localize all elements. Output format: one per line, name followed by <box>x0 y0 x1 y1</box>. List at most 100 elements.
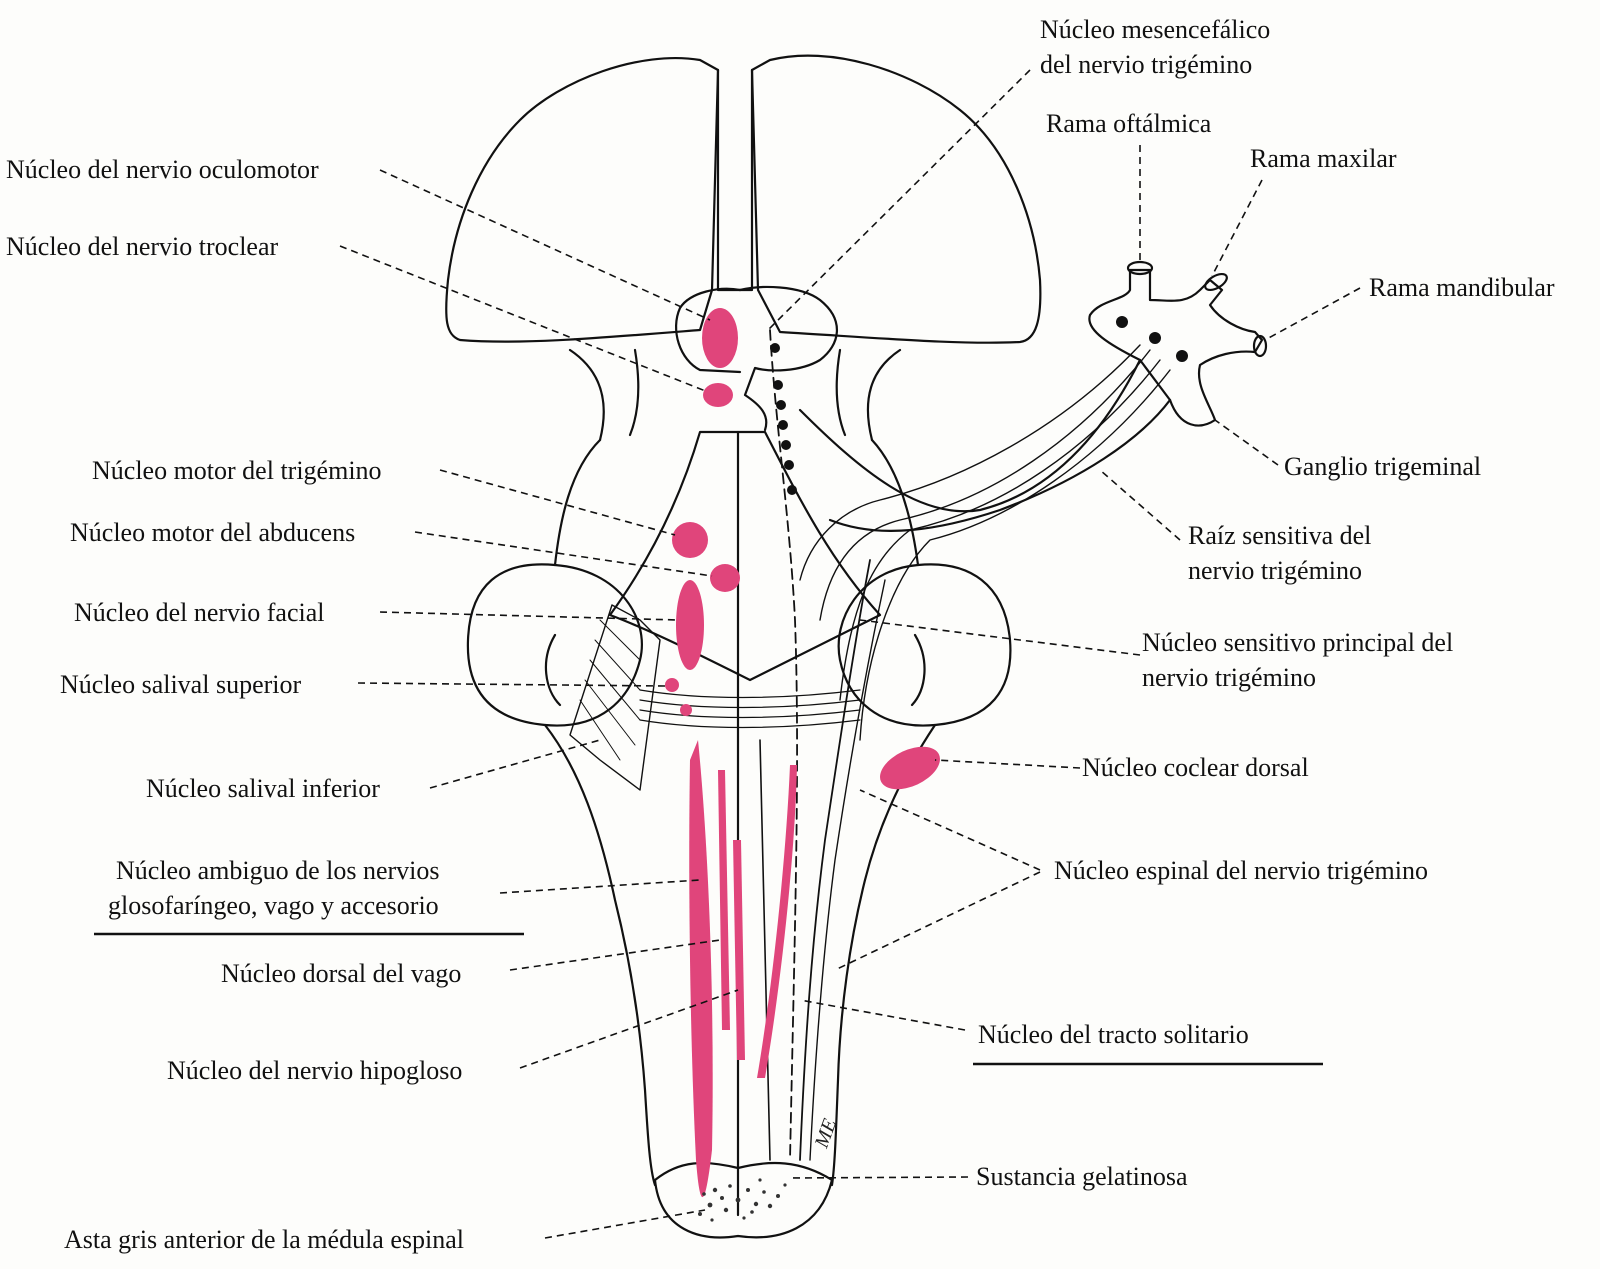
fourth-ventricle-outline <box>608 430 882 682</box>
leader-solitario <box>799 999 966 1031</box>
label-hipogloso: Núcleo del nervio hipogloso <box>167 1056 463 1085</box>
label-espinal: Núcleo espinal del nervio trigémino <box>1054 856 1429 885</box>
leader-mesencefalico <box>767 69 1031 331</box>
leader-raiz <box>1099 469 1181 541</box>
label-motor-trigemino: Núcleo motor del trigémino <box>92 456 382 485</box>
leader-salival-superior <box>357 682 666 687</box>
right-peduncle-inner <box>910 633 926 707</box>
label-sensitivo-line2: nervio trigémino <box>1142 663 1317 692</box>
mesencephalic-cells <box>770 343 797 495</box>
leader-troclear <box>339 245 709 393</box>
midbrain-left-tectum <box>675 287 742 374</box>
medulla-left-outline <box>543 723 657 1187</box>
midbrain-left-side <box>568 348 605 442</box>
ganglion-cell <box>1116 316 1128 328</box>
leader-dorsal-vago <box>509 939 721 971</box>
midbrain-right-side <box>866 348 902 442</box>
pons-upper-right <box>870 438 920 567</box>
label-troclear: Núcleo del nervio troclear <box>6 232 279 261</box>
dorsal-cochlear-nucleus <box>880 746 940 790</box>
ambiguus-nucleus <box>689 740 713 1198</box>
underlines <box>94 932 1323 1066</box>
spinal-trigeminal-tract <box>799 559 871 1161</box>
label-oculomotor: Núcleo del nervio oculomotor <box>6 155 319 184</box>
leader-espinal-a <box>859 789 1041 871</box>
leader-motor-trigemino <box>439 469 676 536</box>
motor-nuclei <box>665 308 940 1198</box>
hypoglossal-nucleus <box>733 840 745 1060</box>
left-thalamus-outline <box>445 56 720 343</box>
midbrain-left-inner <box>628 348 640 437</box>
leader-rama-maxilar <box>1211 179 1263 277</box>
pons-upper-left <box>553 438 602 567</box>
leader-coclear <box>934 759 1081 769</box>
label-raiz-line1: Raíz sensitiva del <box>1188 521 1372 550</box>
leader-oculomotor <box>379 169 711 321</box>
leader-gelatinosa <box>789 1176 969 1179</box>
leader-lines <box>339 69 1361 1239</box>
maxillary-branch-end <box>1204 272 1228 292</box>
mesencephalic-cell <box>770 343 780 353</box>
ganglion-cell <box>1176 350 1188 362</box>
leader-espinal-b <box>834 871 1041 971</box>
trigeminal-nerve-upper <box>798 358 1142 513</box>
troclear-nucleus <box>703 383 733 407</box>
label-sensitivo-line1: Núcleo sensitivo principal del <box>1142 628 1454 657</box>
midbrain-right-inner <box>835 348 847 437</box>
midbrain-tectum <box>738 285 838 432</box>
trigeminal-fiber-4 <box>799 344 1141 581</box>
mesencephalic-cell <box>784 460 794 470</box>
leader-ambiguo <box>499 879 701 894</box>
label-asta-gris: Asta gris anterior de la médula espinal <box>64 1225 464 1254</box>
label-mesencefalico-line2: del nervio trigémino <box>1040 50 1253 79</box>
leader-hipogloso <box>519 989 739 1069</box>
left-cerebellar-peduncle <box>466 563 643 727</box>
leader-facial <box>379 611 679 621</box>
label-mesencefalico-line1: Núcleo mesencefálico <box>1040 15 1271 44</box>
pontine-fibers <box>639 689 861 729</box>
solitary-nucleus <box>757 765 797 1078</box>
solitary-tract-line <box>759 739 771 1161</box>
trigeminal-fiber-3 <box>859 369 1171 741</box>
leader-asta-gris <box>544 1209 706 1239</box>
inferior-salivary-nucleus <box>680 704 692 716</box>
ganglion-cells <box>1116 316 1188 362</box>
right-thalamus-outline <box>750 54 1042 344</box>
label-facial: Núcleo del nervio facial <box>74 598 325 627</box>
leader-sensitivo <box>859 619 1141 656</box>
left-peduncle-inner <box>544 633 562 707</box>
label-rama-oftalmica: Rama oftálmica <box>1046 109 1212 138</box>
label-raiz-line2: nervio trigémino <box>1188 556 1363 585</box>
label-coclear: Núcleo coclear dorsal <box>1082 753 1309 782</box>
mesencephalic-dashed-tract <box>769 329 798 1161</box>
superior-salivary-nucleus <box>665 678 679 692</box>
facial-nucleus <box>676 580 704 670</box>
spinal-trigeminal-tract-2 <box>809 579 886 1161</box>
leader-salival-inferior <box>429 739 601 789</box>
leader-abducens <box>414 531 713 577</box>
ganglion-cell <box>1149 332 1161 344</box>
mesencephalic-cell <box>778 420 788 430</box>
dorsal-vagal-nucleus <box>718 770 730 1030</box>
label-rama-mandibular: Rama mandibular <box>1369 273 1555 302</box>
label-ganglio: Ganglio trigeminal <box>1284 452 1482 481</box>
label-ambiguo-line2: glosofaríngeo, vago y accesorio <box>108 891 439 920</box>
mandibular-branch-end <box>1252 334 1268 358</box>
label-gelatinosa: Sustancia gelatinosa <box>976 1162 1188 1191</box>
trigeminal-ganglion <box>1088 268 1264 427</box>
label-motor-abducens: Núcleo motor del abducens <box>70 518 356 547</box>
mesencephalic-cell <box>787 485 797 495</box>
mesencephalic-cell <box>776 400 786 410</box>
oculomotor-nucleus <box>702 308 738 368</box>
substantia-gelatinosa <box>698 1178 787 1222</box>
label-rama-maxilar: Rama maxilar <box>1250 144 1397 173</box>
trigeminal-fiber-2 <box>839 359 1161 701</box>
spinal-cord-section <box>653 1161 834 1239</box>
trigeminal-motor-nucleus <box>672 522 708 558</box>
ophthalmic-branch-end <box>1126 260 1154 276</box>
leader-rama-mandibular <box>1264 287 1361 341</box>
label-dorsal-vago: Núcleo dorsal del vago <box>221 959 462 988</box>
trigeminal-fiber-1 <box>819 349 1151 621</box>
abducens-nucleus <box>710 564 740 592</box>
